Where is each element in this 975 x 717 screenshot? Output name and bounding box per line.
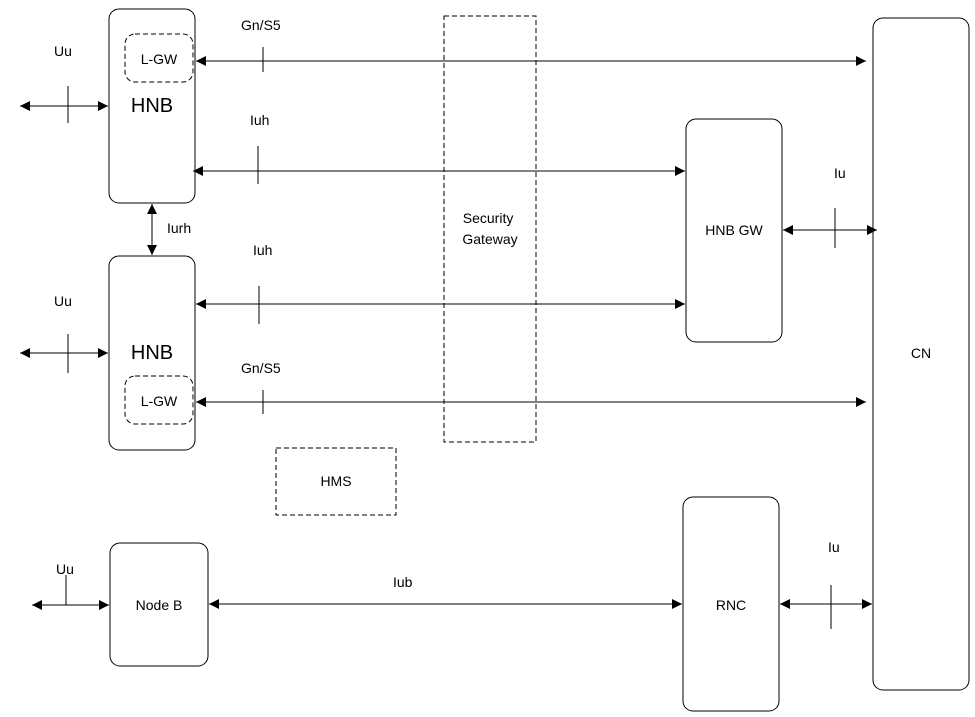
lgw-label-bottom: L-GW <box>141 393 178 409</box>
gns5-label-top: Gn/S5 <box>241 17 281 33</box>
hnb-label-top: HNB <box>131 95 173 117</box>
hms-box <box>275 447 397 516</box>
hnb-box-top <box>108 8 196 204</box>
rnc-label: RNC <box>716 597 746 613</box>
hnb-gw-label: HNB GW <box>705 222 763 238</box>
iu-label-rnc: Iu <box>828 539 840 555</box>
uu-label-nodeb: Uu <box>56 561 74 577</box>
hnb-box-bottom <box>108 255 196 451</box>
gns5-label-bottom: Gn/S5 <box>241 360 281 376</box>
lgw-box-bottom <box>124 375 194 425</box>
security-gateway-box <box>443 15 537 443</box>
hnb-gw-box <box>685 118 783 343</box>
iub-label: Iub <box>393 574 413 590</box>
hms-label: HMS <box>320 473 351 489</box>
lgw-label-top: L-GW <box>141 51 178 67</box>
iurh-label: Iurh <box>167 220 191 236</box>
security-gateway-label: Security Gateway <box>462 210 517 247</box>
iuh-label-top: Iuh <box>250 112 269 128</box>
lgw-box-top <box>124 33 194 83</box>
node-b-label: Node B <box>136 597 183 613</box>
uu-label-hnb1: Uu <box>54 43 72 59</box>
rnc-box <box>682 496 780 712</box>
cn-box <box>872 17 970 691</box>
iuh-label-bottom: Iuh <box>253 242 272 258</box>
hnb-label-bottom: HNB <box>131 342 173 364</box>
cn-label: CN <box>911 345 931 361</box>
iu-label-hnbgw: Iu <box>834 165 846 181</box>
node-b-box <box>109 542 209 667</box>
uu-label-hnb2: Uu <box>54 293 72 309</box>
